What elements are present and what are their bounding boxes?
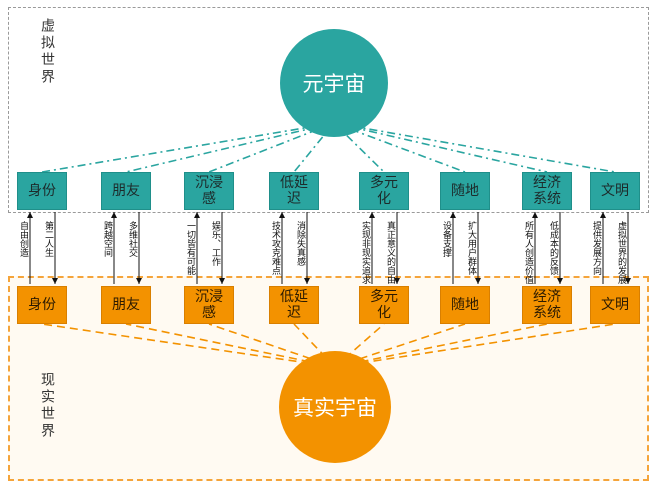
virtual-world-label: 虚拟世界 (39, 18, 55, 86)
up-arrow-label: 一切皆有可能 (185, 221, 195, 275)
virtual-node: 经济 系统 (522, 172, 572, 210)
up-arrow-label: 自由创造 (18, 221, 28, 257)
virtual-world-region (8, 7, 649, 213)
down-arrow-label: 真正意义的自由 (385, 221, 395, 284)
down-arrow-label: 消除失真感 (295, 221, 305, 266)
down-arrow-label: 扩大用户群体 (466, 221, 476, 275)
real-node: 多元 化 (359, 286, 409, 324)
up-arrow-head (194, 212, 200, 218)
real-connector-line (334, 323, 548, 368)
up-arrow-head (369, 212, 375, 218)
real-connector-line (334, 323, 616, 368)
virtual-node: 随地 (440, 172, 490, 210)
real-world-label: 现实世界 (39, 372, 55, 440)
virtual-connector-line (333, 122, 548, 173)
down-arrow-head (625, 278, 631, 284)
up-arrow-label: 跨越空间 (102, 221, 112, 257)
up-arrow-label: 所有人创造价值 (523, 221, 533, 284)
virtual-connector-line (41, 122, 335, 173)
up-arrow-label: 设备支撑 (441, 221, 451, 257)
down-arrow-head (136, 278, 142, 284)
virtual-connector-line (333, 122, 385, 173)
real-node: 身份 (17, 286, 67, 324)
down-arrow-label: 低成本的反馈 (548, 221, 558, 275)
down-arrow-head (475, 278, 481, 284)
up-arrow-head (111, 212, 117, 218)
virtual-connector-line (125, 122, 335, 173)
real-node: 低延 迟 (269, 286, 319, 324)
up-arrow-head (532, 212, 538, 218)
real-connector-line (293, 323, 336, 368)
virtual-connector-line (293, 122, 335, 173)
up-arrow-label: 技术攻克难点 (270, 221, 280, 275)
down-arrow-head (394, 278, 400, 284)
down-arrow-head (219, 278, 225, 284)
real-node: 文明 (590, 286, 640, 324)
real-connector-line (334, 323, 385, 368)
up-arrow-head (600, 212, 606, 218)
virtual-connector-line (333, 122, 616, 173)
real-connector-line (41, 323, 336, 368)
real-node: 朋友 (101, 286, 151, 324)
down-arrow-label: 娱乐、工作 (210, 221, 220, 266)
up-arrow-head (27, 212, 33, 218)
virtual-node: 身份 (17, 172, 67, 210)
down-arrow-head (304, 278, 310, 284)
real-connector-line (125, 323, 336, 368)
down-arrow-head (52, 278, 58, 284)
real-node: 沉浸 感 (184, 286, 234, 324)
up-arrow-label: 提供发展方向 (591, 221, 601, 275)
up-arrow-label: 实现非现实追求 (360, 221, 370, 284)
down-arrow-head (557, 278, 563, 284)
down-arrow-label: 第二人生 (43, 221, 53, 257)
virtual-node: 低延 迟 (269, 172, 319, 210)
metaverse-center-circle: 元宇宙 (280, 29, 388, 137)
real-node: 经济 系统 (522, 286, 572, 324)
virtual-node: 朋友 (101, 172, 151, 210)
up-arrow-head (279, 212, 285, 218)
virtual-node: 文明 (590, 172, 640, 210)
real-node: 随地 (440, 286, 490, 324)
down-arrow-label: 虚拟世界的发展 (616, 221, 626, 284)
virtual-node: 多元 化 (359, 172, 409, 210)
real-connector-line (208, 323, 336, 368)
down-arrow-label: 多维社交 (127, 221, 137, 257)
real-connector-line (334, 323, 466, 368)
real-universe-center-circle: 真实宇宙 (279, 351, 391, 463)
up-arrow-head (450, 212, 456, 218)
virtual-node: 沉浸 感 (184, 172, 234, 210)
